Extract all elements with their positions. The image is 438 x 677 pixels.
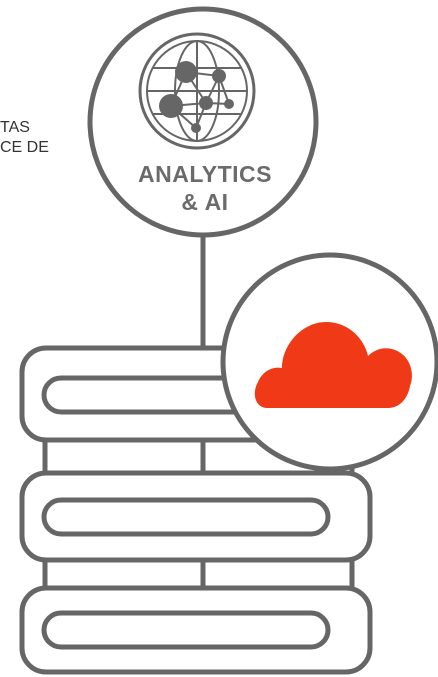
cloud-icon <box>254 322 412 408</box>
hub-label-line-1: ANALYTICS <box>138 161 272 187</box>
side-text: TAS CE DE <box>0 118 49 158</box>
server-unit <box>19 585 373 675</box>
side-text-line-2: CE DE <box>0 139 49 156</box>
globe-network-icon <box>138 32 256 150</box>
hub-label-line-2: & AI <box>181 189 229 215</box>
server-unit <box>19 470 373 563</box>
hub-label: ANALYTICS & AI <box>100 160 310 216</box>
side-text-line-1: TAS <box>0 119 30 136</box>
analytics-hub <box>87 6 319 238</box>
cloud-badge <box>220 252 438 472</box>
